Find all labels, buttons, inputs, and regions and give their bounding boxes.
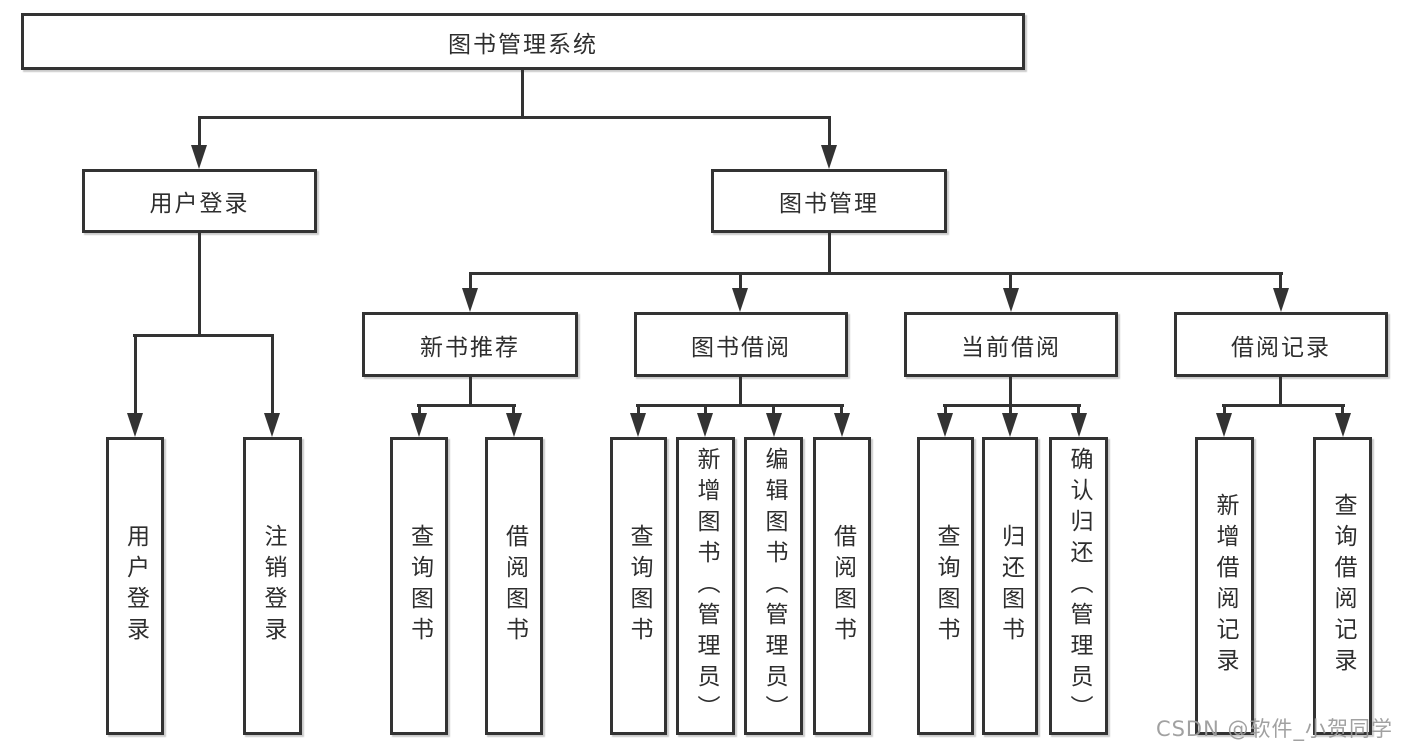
node-book-borrowing: 图书借阅 — [634, 312, 848, 377]
node-current-borrowing: 当前借阅 — [904, 312, 1118, 377]
arrow-down-icon — [1002, 413, 1018, 437]
arrow-down-icon — [630, 413, 646, 437]
leaf-label: 查询图书 — [406, 524, 433, 648]
leaf-label: 注销登录 — [260, 524, 286, 648]
arrow-down-icon — [821, 145, 837, 169]
arrow-down-icon — [1003, 288, 1019, 312]
leaf-query-borrow-record: 查询借阅记录 — [1313, 437, 1372, 735]
arrow-down-icon — [1273, 288, 1289, 312]
arrow-down-icon — [1335, 413, 1351, 437]
leaf-label: 查询图书 — [626, 524, 652, 648]
arrow-down-icon — [411, 413, 427, 437]
connector-vline — [271, 336, 274, 414]
connector-vline — [739, 377, 742, 406]
connector-vline — [1341, 406, 1344, 415]
leaf-label: 借阅图书 — [829, 524, 856, 648]
connector-hline — [133, 334, 274, 337]
arrow-down-icon — [766, 413, 782, 437]
connector-vline — [512, 406, 515, 415]
connector-vline — [469, 377, 472, 406]
leaf-add-books-admin: 新增图书（管理员） — [676, 437, 735, 735]
arrow-down-icon — [834, 413, 850, 437]
arrow-down-icon — [1216, 413, 1232, 437]
connector-vline — [828, 233, 831, 275]
node-new-book-recommendation: 新书推荐 — [362, 312, 578, 377]
csdn-watermark: CSDN @软件_小贺同学 — [1155, 717, 1393, 741]
leaf-borrow-books: 借阅图书 — [813, 437, 871, 735]
arrow-down-icon — [1071, 413, 1087, 437]
leaf-label: 新增图书（管理员） — [693, 446, 719, 726]
node-borrowing-records: 借阅记录 — [1174, 312, 1388, 377]
leaf-borrow-books-recommend: 借阅图书 — [485, 437, 543, 735]
connector-vline — [1279, 377, 1282, 406]
node-user-login: 用户登录 — [82, 169, 317, 233]
leaf-query-books-current: 查询图书 — [917, 437, 974, 735]
connector-vline — [739, 274, 742, 290]
connector-vline — [198, 118, 201, 146]
leaf-edit-books-admin: 编辑图书（管理员） — [744, 437, 803, 735]
leaf-label: 用户登录 — [122, 524, 149, 648]
connector-hline — [943, 404, 1081, 407]
leaf-return-books: 归还图书 — [982, 437, 1038, 735]
node-root: 图书管理系统 — [21, 13, 1025, 70]
leaf-add-borrow-record: 新增借阅记录 — [1195, 437, 1254, 735]
connector-vline — [1009, 274, 1012, 290]
connector-vline — [521, 70, 524, 117]
connector-vline — [828, 118, 831, 146]
leaf-label: 查询借阅记录 — [1330, 493, 1356, 679]
leaf-label: 借阅图书 — [501, 524, 528, 648]
arrow-down-icon — [264, 413, 280, 437]
connector-hline — [198, 116, 831, 119]
arrow-down-icon — [697, 413, 713, 437]
arrow-down-icon — [732, 288, 748, 312]
leaf-label: 新增借阅记录 — [1212, 493, 1238, 679]
connector-hline — [636, 404, 844, 407]
connector-hline — [417, 404, 516, 407]
leaf-label: 归还图书 — [997, 524, 1024, 648]
arrow-down-icon — [937, 413, 953, 437]
connector-vline — [198, 233, 201, 337]
connector-vline — [840, 406, 843, 415]
leaf-query-books-borrow: 查询图书 — [610, 437, 667, 735]
connector-vline — [704, 406, 707, 415]
node-book-management: 图书管理 — [711, 169, 947, 233]
arrow-down-icon — [462, 288, 478, 312]
connector-vline — [637, 406, 640, 415]
connector-hline — [1222, 404, 1345, 407]
connector-vline — [418, 406, 421, 415]
arrow-down-icon — [506, 413, 522, 437]
connector-vline — [1223, 406, 1226, 415]
leaf-logout: 注销登录 — [243, 437, 302, 735]
leaf-label: 确认归还（管理员） — [1066, 446, 1092, 726]
connector-vline — [1077, 406, 1080, 415]
leaf-user-login: 用户登录 — [106, 437, 164, 735]
leaf-label: 查询图书 — [933, 524, 959, 648]
connector-vline — [772, 406, 775, 415]
arrow-down-icon — [127, 413, 143, 437]
connector-vline — [469, 274, 472, 290]
connector-vline — [1279, 274, 1282, 290]
connector-hline — [469, 272, 1283, 275]
leaf-confirm-return-admin: 确认归还（管理员） — [1049, 437, 1108, 735]
arrow-down-icon — [191, 145, 207, 169]
leaf-query-books-recommend: 查询图书 — [390, 437, 448, 735]
connector-vline — [944, 406, 947, 415]
leaf-label: 编辑图书（管理员） — [761, 446, 787, 726]
connector-vline — [134, 336, 137, 414]
connector-vline — [1009, 377, 1012, 406]
connector-vline — [1009, 406, 1012, 415]
